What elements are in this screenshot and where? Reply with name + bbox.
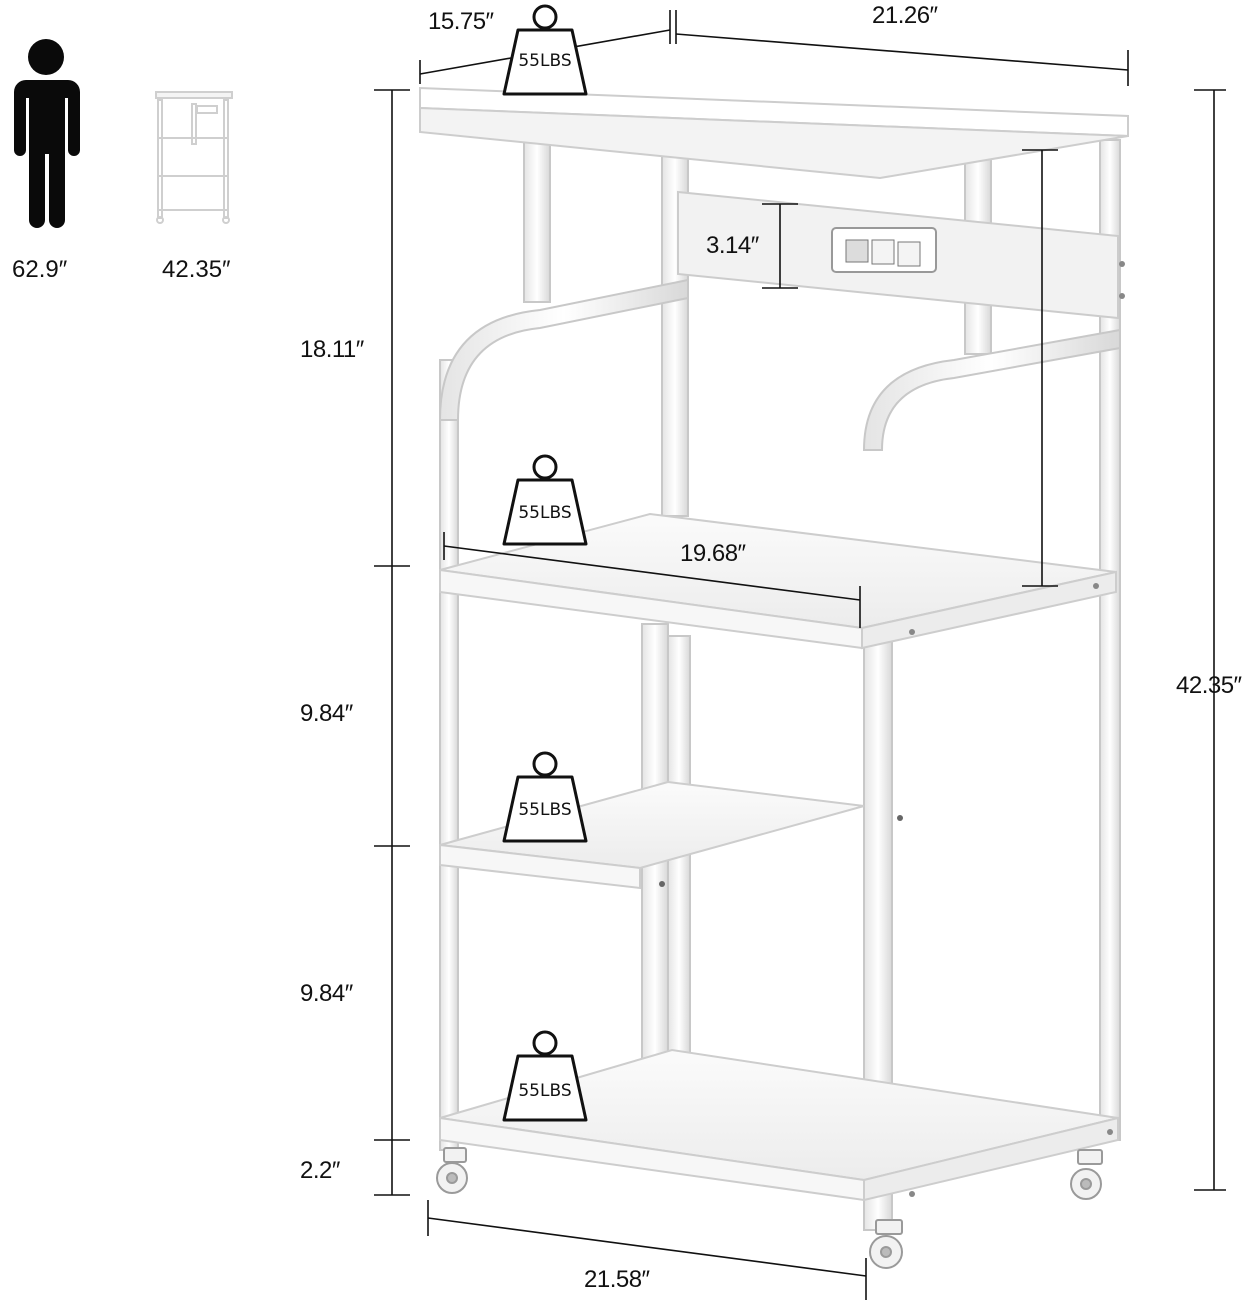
weight-label-second: 55LBS: [518, 503, 571, 523]
weight-label-bottom: 55LBS: [518, 1081, 571, 1101]
dimension-lower-section: 9.84″: [300, 980, 353, 1007]
dimension-panel-height: 3.14″: [706, 232, 759, 259]
caster-wheel-back-right: [1070, 1149, 1103, 1200]
weight-badge-bottom: 55LBS: [502, 1030, 588, 1122]
bottom-shelf: [439, 1048, 1119, 1202]
caster-wheel-front-left: [436, 1147, 468, 1194]
dimension-shelf-width: 19.68″: [680, 540, 746, 567]
dimension-top-width: 21.26″: [872, 2, 938, 29]
cart-scale-icon: [155, 91, 233, 224]
weight-badge-third: 55LBS: [502, 751, 588, 843]
caster-wheel-front-right: [869, 1219, 903, 1269]
top-shelf: [419, 86, 1129, 180]
weight-badge-second: 55LBS: [502, 454, 588, 546]
dimension-top-depth: 15.75″: [428, 8, 494, 35]
person-height-caption: 62.9″: [12, 256, 68, 283]
weight-label-third: 55LBS: [518, 800, 571, 820]
dimension-base-width: 21.58″: [584, 1266, 650, 1293]
dimension-lines: [374, 10, 1226, 1300]
dimension-upper-section: 18.11″: [300, 336, 364, 363]
weight-badge-top: 55LBS: [502, 4, 588, 96]
second-shelf: [439, 512, 1117, 650]
cart-height-caption: 42.35″: [162, 256, 231, 283]
person-scale-icon: [14, 39, 80, 228]
dimension-caster-clearance: 2.2″: [300, 1157, 340, 1184]
caster-wheels: [436, 1147, 1103, 1269]
third-shelf: [439, 780, 903, 890]
outlet-panel: [677, 190, 1125, 320]
dimension-middle-section: 9.84″: [300, 700, 353, 727]
weight-label-top: 55LBS: [518, 51, 571, 71]
dimension-overall-height: 42.35″: [1176, 672, 1242, 699]
